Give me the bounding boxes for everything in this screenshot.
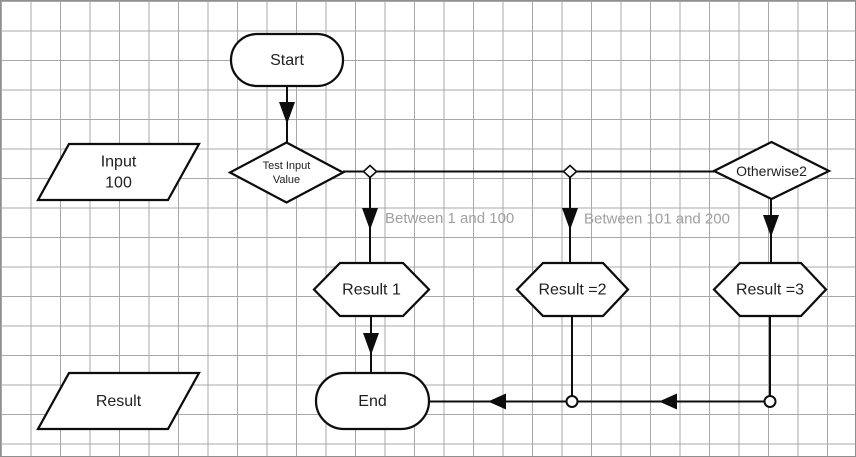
edge-merge2-to-merge1[interactable]: [577, 393, 765, 410]
branch-junction-diamond-1[interactable]: [362, 164, 378, 179]
edge-merge1-to-end[interactable]: [429, 393, 567, 410]
node-test-label-line1: Test Input: [263, 160, 311, 172]
node-result3-label: Result =3: [736, 282, 804, 299]
node-result2[interactable]: Result =2: [515, 261, 630, 318]
arrow-left-icon: [488, 393, 506, 410]
merge-junction-circle-2[interactable]: [763, 395, 777, 408]
node-result3[interactable]: Result =3: [712, 261, 828, 318]
edge-branch1-to-result1[interactable]: [362, 177, 378, 263]
node-input-label-line2: 100: [105, 175, 132, 192]
node-result1-label: Result 1: [342, 282, 401, 299]
node-end-label: End: [358, 393, 386, 410]
node-result2-label: Result =2: [538, 282, 606, 299]
node-input[interactable]: Input 100: [36, 142, 201, 202]
node-test-decision[interactable]: Test Input Value: [227, 141, 346, 204]
node-start[interactable]: Start: [229, 32, 345, 88]
merge-junction-circle-1[interactable]: [565, 395, 579, 408]
node-otherwise-label: Otherwise2: [736, 163, 807, 179]
node-result1[interactable]: Result 1: [312, 261, 431, 318]
edge-label-between-1-100: Between 1 and 100: [385, 210, 514, 227]
edge-result1-to-end[interactable]: [363, 316, 379, 373]
node-test-label-line2: Value: [273, 174, 300, 186]
node-otherwise-decision[interactable]: Otherwise2: [711, 140, 832, 201]
arrow-down-icon: [362, 208, 378, 230]
node-end[interactable]: End: [314, 371, 431, 431]
arrow-down-icon: [763, 215, 779, 237]
node-start-label: Start: [270, 52, 304, 69]
arrow-down-icon: [279, 102, 295, 124]
node-result-output[interactable]: Result: [36, 371, 201, 431]
node-result-output-label: Result: [96, 393, 142, 410]
edge-start-to-test[interactable]: [279, 86, 295, 143]
arrow-down-icon: [562, 208, 578, 230]
edge-branch2-to-result2[interactable]: [562, 177, 578, 263]
node-input-label-line1: Input: [101, 154, 137, 171]
arrow-down-icon: [363, 333, 379, 355]
edge-otherwise-to-result3[interactable]: [763, 199, 779, 263]
arrow-left-icon: [659, 393, 677, 410]
branch-junction-diamond-2[interactable]: [562, 164, 578, 179]
edge-label-between-101-200: Between 101 and 200: [584, 211, 730, 228]
